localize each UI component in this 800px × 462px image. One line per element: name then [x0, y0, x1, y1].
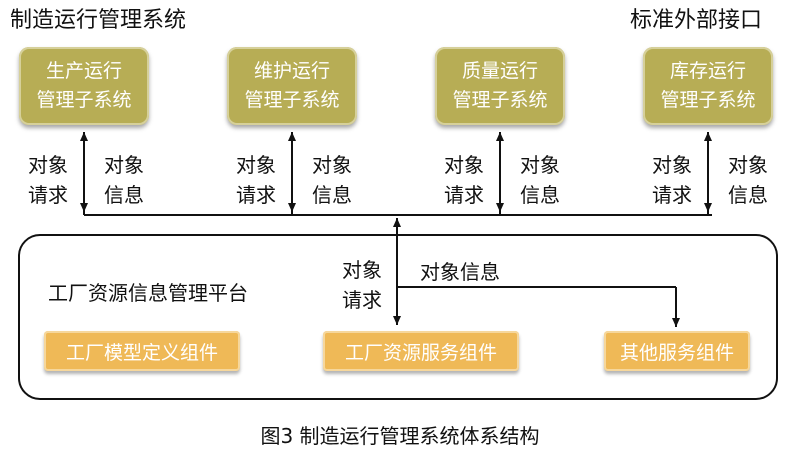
component-other-service: 其他服务组件 [604, 331, 750, 371]
label-object-request-central: 对象请求 [342, 258, 382, 312]
subsystem-label-line2: 管理子系统 [660, 89, 756, 111]
subsystem-label-line1: 库存运行 [669, 60, 746, 82]
label-object-info: 对象信息 [728, 153, 768, 207]
label-object-info: 对象信息 [104, 153, 144, 207]
component-factory-model: 工厂模型定义组件 [44, 331, 240, 371]
subsystem-inventory: 库存运行 管理子系统 [643, 47, 773, 125]
component-resource-service: 工厂资源服务组件 [323, 331, 519, 371]
system-title: 制造运行管理系统 [10, 8, 187, 33]
external-interface-title: 标准外部接口 [630, 8, 763, 33]
subsystem-label-line2: 管理子系统 [244, 89, 340, 111]
label-object-info-branch: 对象信息 [420, 260, 500, 284]
subsystem-maintenance: 维护运行 管理子系统 [227, 47, 357, 125]
subsystem-label-line1: 质量运行 [461, 60, 538, 82]
subsystem-quality: 质量运行 管理子系统 [435, 47, 565, 125]
figure-caption: 图3 制造运行管理系统体系结构 [260, 424, 540, 448]
label-object-info: 对象信息 [312, 153, 352, 207]
subsystem-label-line2: 管理子系统 [452, 89, 548, 111]
platform-title: 工厂资源信息管理平台 [48, 281, 248, 305]
label-object-request: 对象请求 [444, 153, 484, 207]
subsystem-label-line2: 管理子系统 [36, 89, 132, 111]
label-object-request: 对象请求 [28, 153, 68, 207]
label-object-request: 对象请求 [236, 153, 276, 207]
label-object-request: 对象请求 [652, 153, 692, 207]
resource-platform-box [18, 234, 778, 400]
label-object-info: 对象信息 [520, 153, 560, 207]
subsystem-label-line1: 生产运行 [45, 60, 122, 82]
subsystem-production: 生产运行 管理子系统 [19, 47, 149, 125]
subsystem-label-line1: 维护运行 [253, 60, 330, 82]
